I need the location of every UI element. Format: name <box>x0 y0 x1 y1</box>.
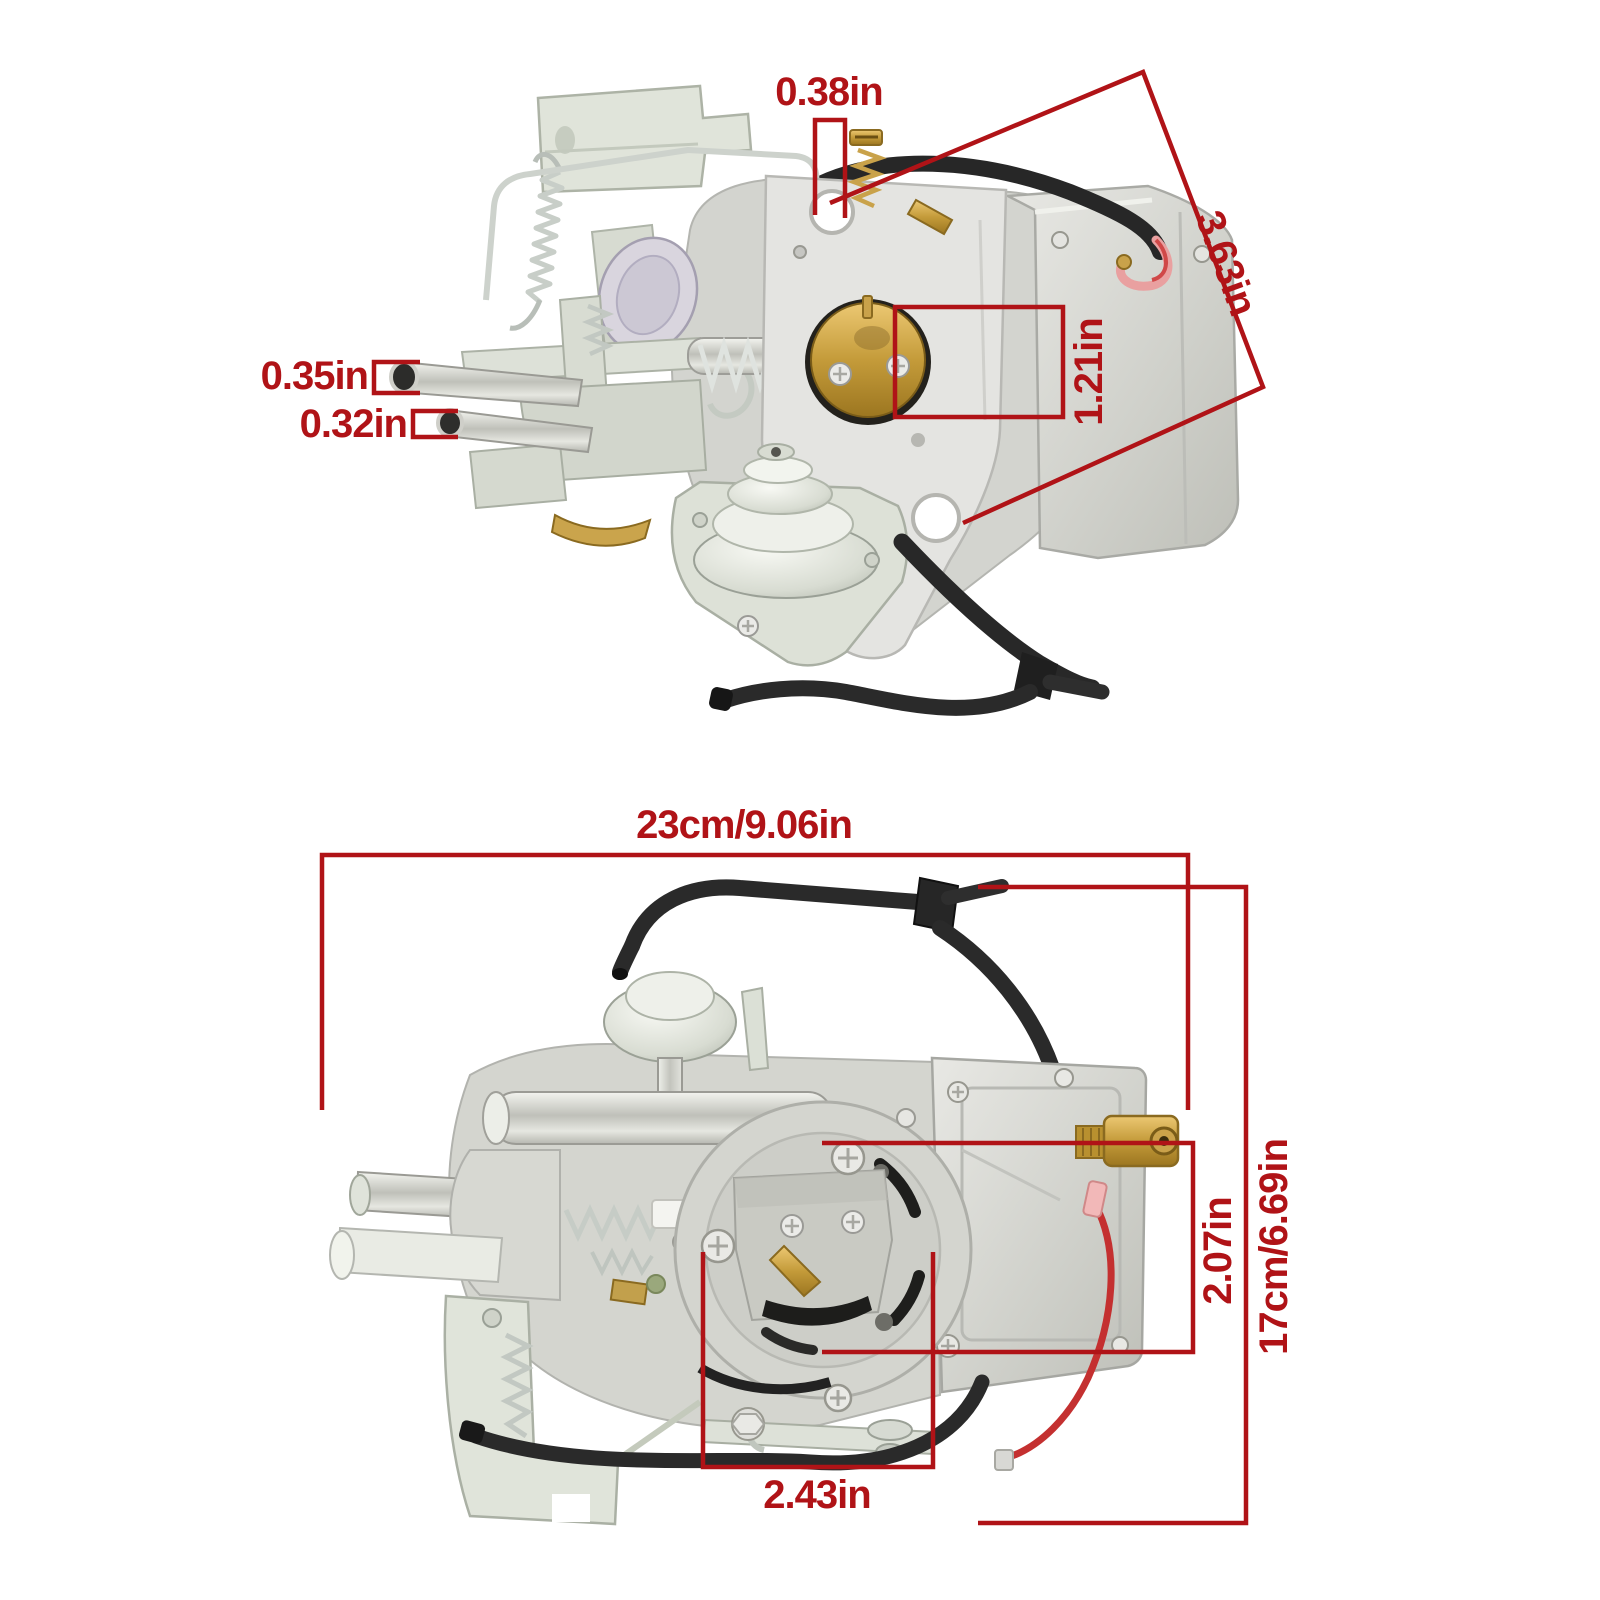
plate-screw <box>780 1214 804 1238</box>
vacuum-dome-top <box>625 971 715 1021</box>
washer <box>646 1274 666 1294</box>
small-spring <box>581 303 615 357</box>
dome-stem <box>657 1057 683 1093</box>
dim-diagonal-3-63 <box>829 69 1266 526</box>
tee-stub <box>1042 674 1110 700</box>
linkage-spring <box>563 1204 663 1243</box>
red-wire-core <box>1151 238 1168 282</box>
dim-label-upper-tube: 0.35in <box>260 354 369 398</box>
dimension-lines <box>319 69 1266 1526</box>
rim-screw <box>896 1108 916 1128</box>
flange-screw <box>700 1228 736 1264</box>
hose-end-left <box>612 938 640 980</box>
brass-lever <box>550 513 652 547</box>
dim-label-flange-width: 2.43in <box>763 1473 871 1517</box>
cover-screw <box>864 552 880 568</box>
flange-screw <box>823 1383 853 1413</box>
bracket-spring <box>500 1332 534 1439</box>
chamber-crease <box>1178 211 1188 545</box>
dim-label-mount-hole: 0.38in <box>775 70 883 114</box>
fuel-hose-top <box>804 155 1168 260</box>
hex-bolt <box>730 1407 766 1441</box>
upper-tube-opening <box>389 360 419 394</box>
spring-hook-top <box>532 152 563 172</box>
left-tube-lower <box>336 1226 504 1284</box>
hose-end <box>709 687 733 711</box>
top-view-photo <box>389 84 1240 716</box>
brass-jet-pin <box>768 1244 822 1298</box>
bottom-view-photo <box>329 876 1180 1526</box>
cross-tube-cap <box>482 1091 510 1145</box>
disc-screw <box>886 354 910 378</box>
bracket-notch <box>552 1494 590 1522</box>
bracket-crease <box>544 142 699 154</box>
dim-bracket-0-32 <box>410 408 458 440</box>
dim-bracket-0-38 <box>812 117 848 218</box>
disc-screw <box>828 362 852 386</box>
disc-pin <box>862 295 873 319</box>
mount-bracket-lower <box>443 1294 620 1526</box>
washer-stack <box>867 1419 913 1441</box>
choke-cam-disc <box>597 236 699 354</box>
hose-behind <box>697 1363 832 1395</box>
dim-bracket-23cm <box>319 852 1191 1110</box>
return-spring <box>525 169 565 304</box>
wire-connector <box>1082 1180 1108 1218</box>
flange-hole-bottom <box>911 493 961 543</box>
wire-terminal <box>1116 254 1132 270</box>
stem-hole <box>771 447 781 457</box>
lower-bracket <box>468 442 568 510</box>
hose-opening <box>612 968 628 980</box>
vent-hose-left <box>718 680 1038 716</box>
rivet <box>793 245 807 259</box>
strip-strut <box>618 1399 702 1461</box>
plate-cavity <box>762 1296 872 1326</box>
hose-branch <box>932 920 1060 1076</box>
cover-screw <box>737 615 759 637</box>
hose-top <box>624 879 926 954</box>
dim-rect-1-21 <box>892 304 1066 420</box>
dim-bracket-2-43 <box>700 1252 936 1470</box>
flange-slot <box>761 1327 818 1355</box>
flange-hole <box>875 1313 893 1331</box>
dim-label-overall-width: 23cm/9.06in <box>636 803 853 847</box>
plate-screw <box>841 1210 865 1234</box>
brass-pin <box>906 198 954 236</box>
dim-bracket-2-07 <box>822 1140 1196 1355</box>
flange-hole-top <box>809 189 855 235</box>
plate-shade <box>734 1170 888 1208</box>
hose-end <box>458 1420 486 1444</box>
flange-slot <box>888 1270 925 1326</box>
red-wire <box>1002 1202 1115 1462</box>
idle-screw-spring <box>847 147 887 209</box>
panel-crease <box>961 1148 1061 1202</box>
cover-screw <box>692 512 708 528</box>
flange-screw <box>830 1140 866 1176</box>
hose-bottom <box>468 1374 990 1471</box>
spring-hook-bottom <box>509 299 543 331</box>
dim-label-overall-height: 17cm/6.69in <box>1252 1139 1296 1355</box>
dim-label-lower-tube: 0.32in <box>299 402 408 446</box>
linkage-spring-small <box>590 1247 654 1277</box>
lower-tube-opening <box>436 408 464 438</box>
left-tube-upper-end <box>349 1174 371 1216</box>
dim-label-bore-height: 2.07in <box>1196 1197 1240 1305</box>
screw <box>1051 231 1069 249</box>
dim-bracket-17cm <box>978 884 1249 1526</box>
chamber-screw <box>1054 1068 1074 1088</box>
brass-link <box>609 1278 649 1306</box>
left-tube-lower-end <box>329 1230 355 1280</box>
disc-shade <box>854 326 890 350</box>
chamber-screw <box>947 1081 969 1103</box>
bracket-screw <box>482 1308 502 1328</box>
flange-crease <box>978 219 987 421</box>
small-port <box>911 433 925 447</box>
wire-terminal <box>994 1449 1014 1471</box>
bracket-hole <box>555 126 575 154</box>
dim-bracket-0-35 <box>371 359 420 396</box>
dim-label-choke-disc: 1.21in <box>1067 318 1111 426</box>
dome-bracket <box>740 986 770 1072</box>
